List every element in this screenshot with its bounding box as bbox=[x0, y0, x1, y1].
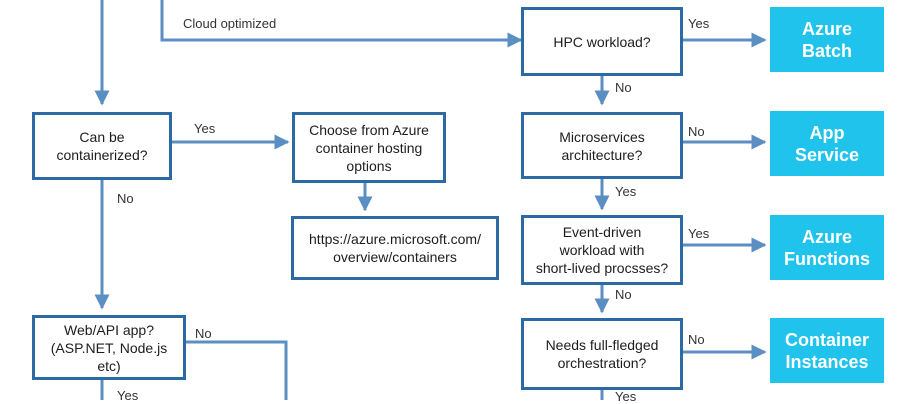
microservices-box: Microservices architecture? bbox=[521, 112, 683, 179]
edge-label-webapi-no: No bbox=[195, 326, 212, 341]
edge-label-containerized-no: No bbox=[117, 191, 134, 206]
edge-label-webapi-yes: Yes bbox=[117, 388, 139, 403]
azure-batch-box: Azure Batch bbox=[770, 7, 884, 72]
container-instances-box: Container Instances bbox=[770, 318, 884, 383]
edge-label-microservices-no: No bbox=[688, 124, 705, 139]
arrow-webapi-no-right bbox=[172, 340, 288, 400]
edge-label-hpc-yes: Yes bbox=[688, 16, 710, 31]
edge-label-event-no: No bbox=[615, 287, 632, 302]
hpc-workload-box: HPC workload? bbox=[521, 7, 683, 76]
arrow-cloud-optimized-to-hpc bbox=[160, 0, 523, 48]
edge-label-orchestration-no: No bbox=[688, 332, 705, 347]
edge-label-microservices-yes: Yes bbox=[615, 184, 637, 199]
containerized-box: Can be containerized? bbox=[32, 112, 172, 180]
azure-functions-box: Azure Functions bbox=[770, 215, 884, 280]
edge-label-orchestration-yes: Yes bbox=[615, 389, 637, 404]
web-api-app-box: Web/API app? (ASP.NET, Node.js etc) bbox=[32, 315, 186, 380]
event-driven-box: Event-driven workload with short-lived p… bbox=[521, 215, 683, 285]
choose-azure-options-box: Choose from Azure container hosting opti… bbox=[292, 112, 446, 183]
edge-label-containerized-yes: Yes bbox=[194, 121, 216, 136]
full-orchestration-box: Needs full-fledged orchestration? bbox=[521, 318, 683, 390]
app-service-box: App Service bbox=[770, 111, 884, 176]
edge-label-cloud-optimized: Cloud optimized bbox=[183, 16, 277, 31]
edge-label-event-yes: Yes bbox=[688, 226, 710, 241]
edge-label-hpc-no: No bbox=[615, 80, 632, 95]
azure-containers-url-box: https://azure.microsoft.com/ overview/co… bbox=[291, 216, 499, 280]
